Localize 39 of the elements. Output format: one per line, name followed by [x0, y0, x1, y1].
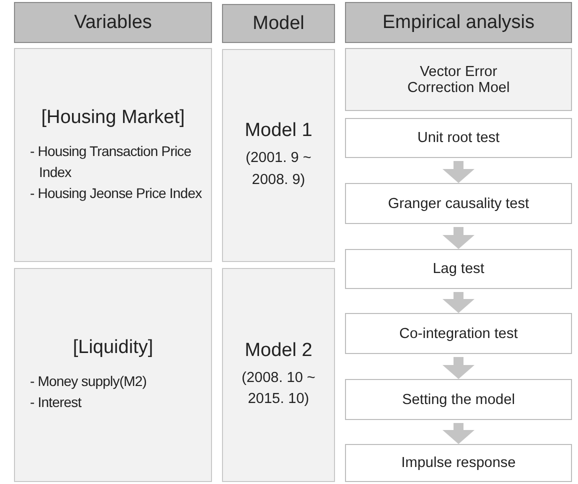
panel-heading: Model 1 — [244, 120, 312, 142]
panel-heading: Model 2 — [244, 340, 312, 362]
method-box — [345, 48, 572, 111]
period-text: (2001. 9 ~ 2008. 9) — [244, 149, 312, 190]
column-header — [345, 2, 572, 43]
step-box — [345, 183, 572, 224]
label-text: Impulse response — [401, 455, 516, 471]
step-box — [345, 379, 572, 420]
label-text: Variables — [74, 12, 152, 34]
column-header — [14, 2, 212, 43]
period-text: (2008. 10 ~ 2015. 10) — [240, 368, 316, 409]
label-text: Model — [252, 12, 304, 34]
column-header — [222, 4, 335, 43]
label-text: Setting the model — [402, 392, 515, 408]
model-panel — [222, 268, 335, 482]
label-text: Empirical analysis — [382, 12, 535, 34]
variables-panel — [14, 48, 212, 262]
step-box — [345, 249, 572, 289]
down-arrow — [442, 423, 474, 444]
label-text: Unit root test — [417, 130, 500, 146]
label-text: Granger causality test — [388, 196, 530, 212]
panel-heading: [Liquidity] — [72, 337, 154, 359]
variables-panel — [14, 268, 212, 482]
step-box — [345, 444, 572, 482]
label-text: Lag test — [432, 261, 484, 277]
down-arrow — [442, 292, 474, 313]
step-box — [345, 313, 572, 354]
variable-item: - Housing Jeonse Price Index — [29, 184, 202, 203]
step-box — [345, 118, 572, 158]
label-text: Vector Error Correction Moel — [406, 64, 511, 96]
label-text: Co-integration test — [399, 326, 518, 342]
down-arrow — [442, 227, 474, 249]
down-arrow — [442, 161, 474, 183]
variable-item: - Interest — [29, 393, 82, 412]
down-arrow — [442, 357, 474, 379]
variable-item: - Money supply(M2) — [29, 372, 147, 391]
variable-item: - Housing Transaction Price Index — [29, 142, 192, 182]
model-panel — [222, 49, 335, 262]
panel-heading: [Housing Market] — [41, 106, 185, 128]
